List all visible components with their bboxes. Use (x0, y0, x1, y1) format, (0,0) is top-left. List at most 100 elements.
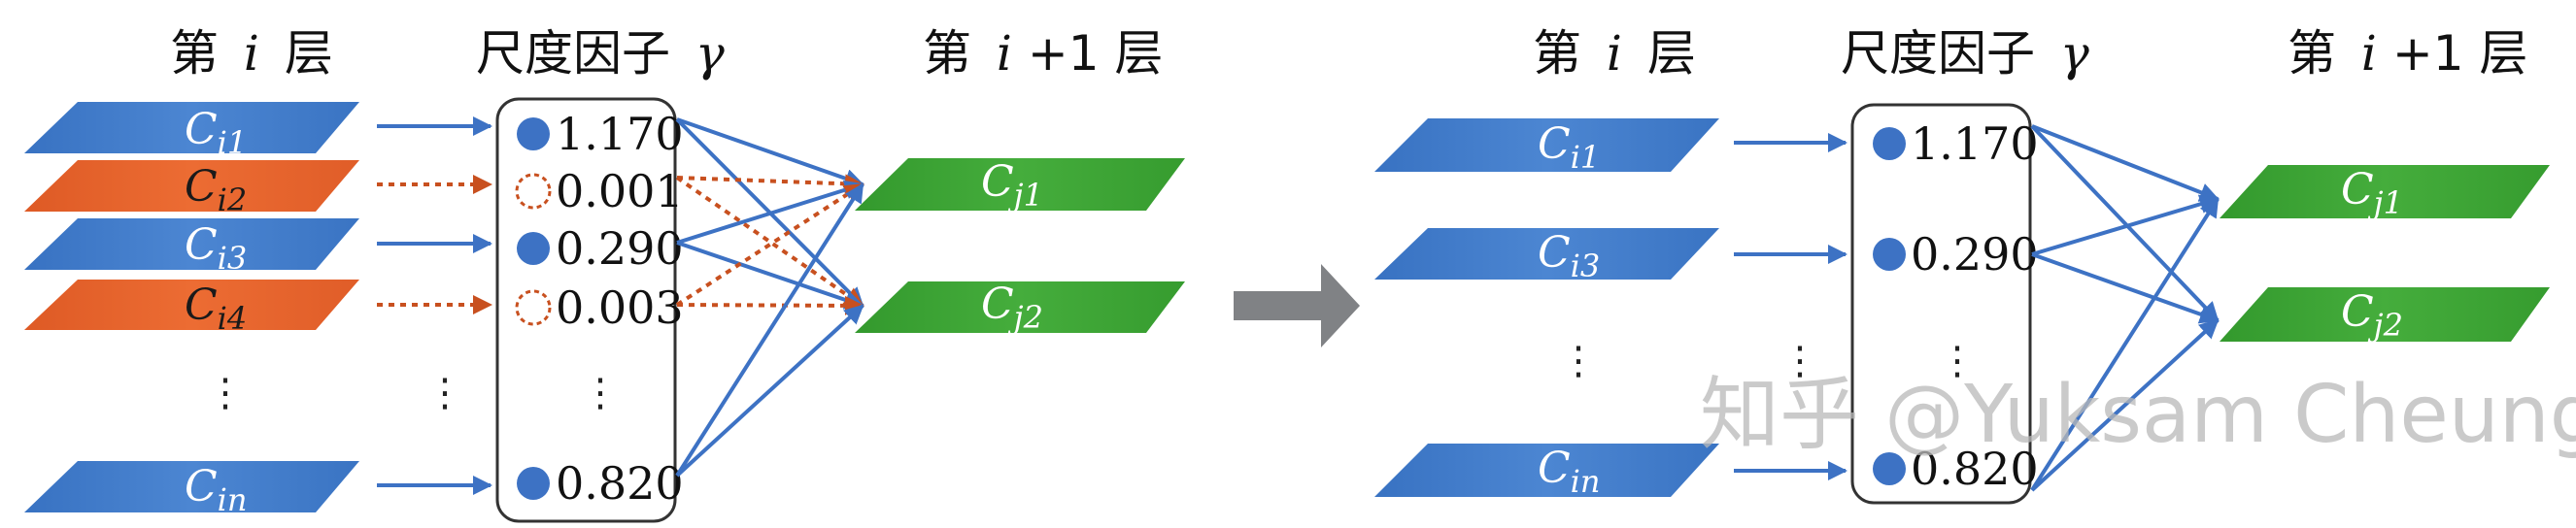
right-header-layer-next-suffix: +1 层 (2392, 25, 2528, 82)
left-channel-in-base: C (185, 462, 218, 512)
left-channel-i2: Ci2 (24, 160, 359, 218)
left-output-arrows (675, 117, 864, 478)
svg-text:尺度因子 γ: 尺度因子 γ (1841, 25, 2089, 82)
left-next-channel-j1-sub: j1 (1008, 177, 1043, 214)
left-channel-i2-base: C (185, 162, 218, 212)
left-scale-1-value: 1.170 (556, 108, 684, 160)
left-header-layer-i-prefix: 第 (170, 25, 219, 82)
svg-text:第 i +1 层: 第 i +1 层 (2288, 25, 2527, 82)
left-scale-2: 0.001 (515, 165, 684, 217)
transition-arrow (1234, 264, 1360, 347)
right-header-scale: 尺度因子 γ (1841, 25, 2089, 82)
right-header-layer-next-prefix: 第 (2288, 25, 2336, 82)
svg-text:Ci1: Ci1 (185, 105, 247, 161)
left-header-scale: 尺度因子 γ (476, 25, 725, 82)
left-channel-i2-sub: i2 (218, 182, 248, 218)
left-next-channel-j2: Cj2 (855, 280, 1185, 336)
right-header-scale-var: γ (2060, 25, 2089, 82)
right-header-layer-next-var: i (2361, 25, 2377, 82)
right-next-channel-j2-base: C (2341, 287, 2374, 337)
left-channel-i3: Ci3 (24, 218, 359, 277)
right-next-channel-j1-base: C (2341, 165, 2374, 214)
left-channel-i4-sub: i4 (218, 300, 248, 337)
right-scale-1: 1.170 (1873, 117, 2039, 170)
right-header-layer-i: 第 i 层 (1533, 25, 1696, 82)
svg-text:Ci2: Ci2 (185, 162, 247, 218)
left-header-layer-i: 第 i 层 (170, 25, 333, 82)
left-scale-2-value: 0.001 (556, 165, 684, 217)
left-scale-4-dot (515, 289, 552, 326)
right-scale-n: 0.820 (1873, 443, 2039, 495)
right-scale-1-dot (1873, 127, 1906, 160)
right-scale-3-value: 0.290 (1911, 228, 2039, 280)
left-scale-2-dot (515, 173, 552, 210)
svg-text:Ci3: Ci3 (1538, 228, 1600, 284)
left-channel-i3-sub: i3 (218, 240, 248, 277)
right-scale-3: 0.290 (1873, 228, 2039, 280)
left-next-channel-j1-base: C (981, 157, 1014, 207)
right-channel-i3-sub: i3 (1571, 248, 1601, 284)
left-channel-i1: Ci1 (24, 102, 359, 161)
right-scales-ellipsis: ⋮ (1938, 339, 1977, 383)
right-output-arrows (2030, 124, 2220, 492)
right-scale-1-value: 1.170 (1911, 117, 2039, 170)
left-channel-i1-base: C (185, 105, 218, 154)
right-channel-i1: Ci1 (1374, 118, 1719, 176)
right-input-arrows (1734, 133, 1847, 480)
svg-text:Cj1: Cj1 (2341, 165, 2403, 221)
left-scales-ellipsis: ⋮ (581, 371, 620, 415)
left-input-arrows (377, 116, 492, 495)
svg-text:Cj2: Cj2 (2341, 287, 2403, 344)
right-header-scale-text: 尺度因子 (1841, 25, 2035, 82)
left-channel-i1-sub: i1 (218, 124, 248, 161)
left-scale-n-value: 0.820 (556, 457, 684, 510)
left-scale-box (495, 97, 677, 523)
right-header-layer-next: 第 i +1 层 (2288, 25, 2527, 82)
svg-text:尺度因子 γ: 尺度因子 γ (476, 25, 725, 82)
left-scale-3-dot (517, 232, 550, 265)
svg-text:Cin: Cin (185, 462, 248, 518)
left-scale-3: 0.290 (517, 222, 684, 275)
left-header-layer-next-var: i (997, 25, 1012, 82)
left-channel-i3-base: C (185, 220, 218, 270)
left-header-layer-i-var: i (244, 25, 259, 82)
svg-text:Cin: Cin (1538, 444, 1601, 500)
left-scale-1: 1.170 (517, 108, 684, 160)
left-next-channel-j2-sub: j2 (1008, 299, 1043, 336)
left-scale-n: 0.820 (517, 457, 684, 510)
left-header-layer-next: 第 i +1 层 (923, 25, 1163, 82)
svg-text:第 i +1 层: 第 i +1 层 (923, 25, 1163, 82)
left-channel-in: Cin (24, 461, 359, 518)
left-channels-ellipsis: ⋮ (206, 371, 245, 415)
left-header-scale-text: 尺度因子 (476, 25, 670, 82)
right-next-channel-j2: Cj2 (2220, 287, 2550, 344)
watermark: 知乎 @Yuksam Cheung (1700, 369, 2576, 461)
left-arrows-ellipsis: ⋮ (425, 371, 464, 415)
left-scale-1-dot (517, 117, 550, 150)
svg-text:Ci1: Ci1 (1538, 119, 1600, 176)
right-header-layer-i-suffix: 层 (1647, 25, 1696, 82)
right-channel-i1-base: C (1538, 119, 1571, 169)
left-scale-3-value: 0.290 (556, 222, 684, 275)
svg-text:Ci3: Ci3 (185, 220, 247, 277)
left-scale-4: 0.003 (515, 281, 684, 334)
left-scale-4-value: 0.003 (556, 281, 684, 334)
right-channel-in: Cin (1374, 444, 1719, 500)
right-scale-n-dot (1873, 452, 1906, 485)
svg-text:Cj2: Cj2 (981, 280, 1043, 336)
right-arrows-ellipsis: ⋮ (1780, 339, 1819, 383)
right-channel-i3-base: C (1538, 228, 1571, 278)
left-next-channel-j1: Cj1 (855, 157, 1185, 214)
right-scale-3-dot (1873, 238, 1906, 271)
right-scale-n-value: 0.820 (1911, 443, 2039, 495)
right-scale-box (1850, 103, 2032, 505)
left-channel-i4: Ci4 (24, 280, 359, 337)
left-channel-i4-base: C (185, 280, 218, 330)
left-scale-n-dot (517, 467, 550, 500)
svg-text:第 i 层: 第 i 层 (1533, 25, 1696, 82)
left-header-layer-i-suffix: 层 (285, 25, 333, 82)
right-next-channel-j1: Cj1 (2220, 165, 2550, 221)
right-header-layer-i-var: i (1607, 25, 1622, 82)
right-channel-i1-sub: i1 (1571, 139, 1601, 176)
